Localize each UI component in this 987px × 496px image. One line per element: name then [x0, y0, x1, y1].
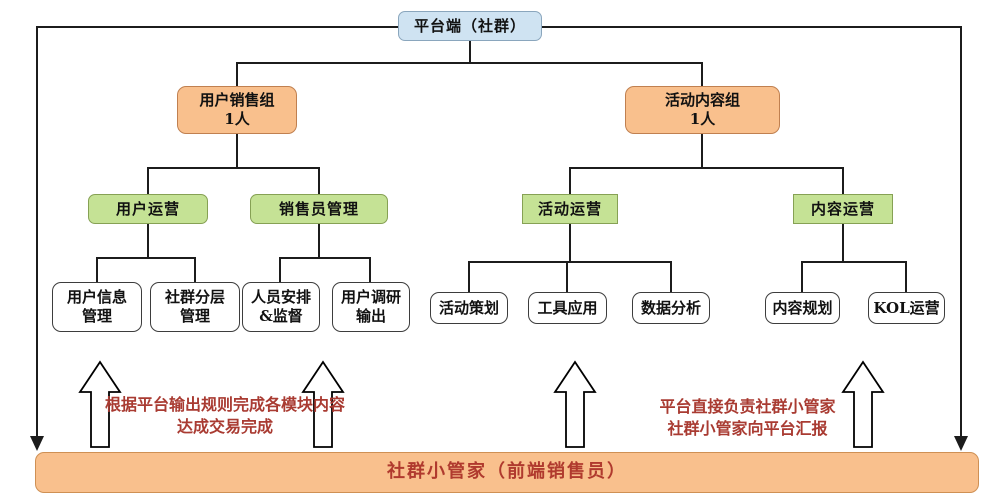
node-data-analysis-label: 数据分析: [640, 298, 701, 317]
root-to-groups-connector: [236, 41, 703, 86]
left-frame-line: [36, 26, 398, 438]
node-community-tier-management: 社群分层 管理: [150, 282, 240, 332]
node-salesperson-management-label: 销售员管理: [278, 199, 359, 218]
node-kol-operations: KOL运营: [868, 292, 945, 324]
node-staffing-supervision: 人员安排 &监督: [242, 282, 320, 332]
right-frame-line: [542, 26, 962, 438]
annotation-right-line1: 平台直接负责社群小管家: [659, 397, 836, 416]
dept1-to-tasks-connector: [96, 224, 196, 282]
node-content-planning: 内容规划: [765, 292, 840, 324]
group1-to-depts-connector: [147, 134, 320, 194]
node-data-analysis: 数据分析: [632, 292, 710, 324]
node-user-research-output: 用户调研 输出: [332, 282, 410, 332]
node-salesperson-management: 销售员管理: [250, 194, 388, 224]
node-user-research-output-line1: 用户调研: [340, 288, 401, 307]
footer-community-manager-label: 社群小管家（前端销售员）: [387, 461, 627, 483]
block-up-arrow-3: [553, 360, 597, 448]
node-tool-application: 工具应用: [528, 292, 607, 324]
node-kol-operations-label: KOL运营: [873, 298, 940, 317]
node-community-tier-management-line1: 社群分层: [164, 288, 225, 307]
node-tool-application-label: 工具应用: [537, 298, 598, 317]
node-event-planning: 活动策划: [430, 292, 508, 324]
node-staffing-supervision-line2: &监督: [259, 307, 303, 325]
node-content-operations: 内容运营: [793, 194, 893, 224]
annotation-right-line2: 社群小管家向平台汇报: [667, 419, 828, 438]
right-down-arrowhead: [954, 436, 968, 451]
node-content-planning-label: 内容规划: [772, 298, 833, 317]
node-platform-root-label: 平台端（社群）: [413, 16, 526, 35]
node-activity-operations-label: 活动运营: [537, 199, 602, 218]
node-user-research-output-line2: 输出: [355, 307, 386, 325]
block-up-arrow-1: [78, 360, 122, 448]
node-staffing-supervision-line1: 人员安排: [250, 288, 311, 307]
block-up-arrow-4: [841, 360, 885, 448]
node-user-operations: 用户运营: [88, 194, 208, 224]
annotation-left: 根据平台输出规则完成各模块内容 达成交易完成: [55, 394, 395, 438]
node-activity-content-group-title: 活动内容组: [664, 91, 740, 110]
node-user-sales-group-title: 用户销售组: [199, 91, 275, 110]
node-user-sales-group-subtitle: 1人: [224, 110, 250, 128]
node-user-info-management-line1: 用户信息: [66, 288, 127, 307]
dept4-to-tasks-connector: [801, 224, 907, 292]
node-activity-content-group-subtitle: 1人: [689, 110, 716, 128]
node-user-sales-group: 用户销售组 1人: [177, 86, 297, 134]
footer-community-manager-bar: 社群小管家（前端销售员）: [35, 452, 979, 493]
node-content-operations-label: 内容运营: [810, 199, 875, 218]
node-activity-content-group: 活动内容组 1人: [625, 86, 780, 134]
annotation-right: 平台直接负责社群小管家 社群小管家向平台汇报: [610, 396, 885, 440]
dept2-to-tasks-connector: [279, 224, 371, 282]
node-user-info-management-line2: 管理: [81, 307, 112, 325]
dept3-to-tasks-connector: [468, 224, 672, 292]
block-up-arrow-2: [301, 360, 345, 448]
node-community-tier-management-line2: 管理: [179, 307, 210, 325]
node-event-planning-label: 活动策划: [438, 298, 499, 317]
node-activity-operations: 活动运营: [522, 194, 618, 224]
left-down-arrowhead: [30, 436, 44, 451]
group2-to-depts-connector: [569, 134, 844, 194]
node-user-operations-label: 用户运营: [115, 199, 180, 218]
annotation-left-line2: 达成交易完成: [176, 417, 273, 436]
node-platform-root: 平台端（社群）: [398, 11, 542, 41]
annotation-left-line1: 根据平台输出规则完成各模块内容: [104, 395, 345, 414]
node-user-info-management: 用户信息 管理: [52, 282, 142, 332]
